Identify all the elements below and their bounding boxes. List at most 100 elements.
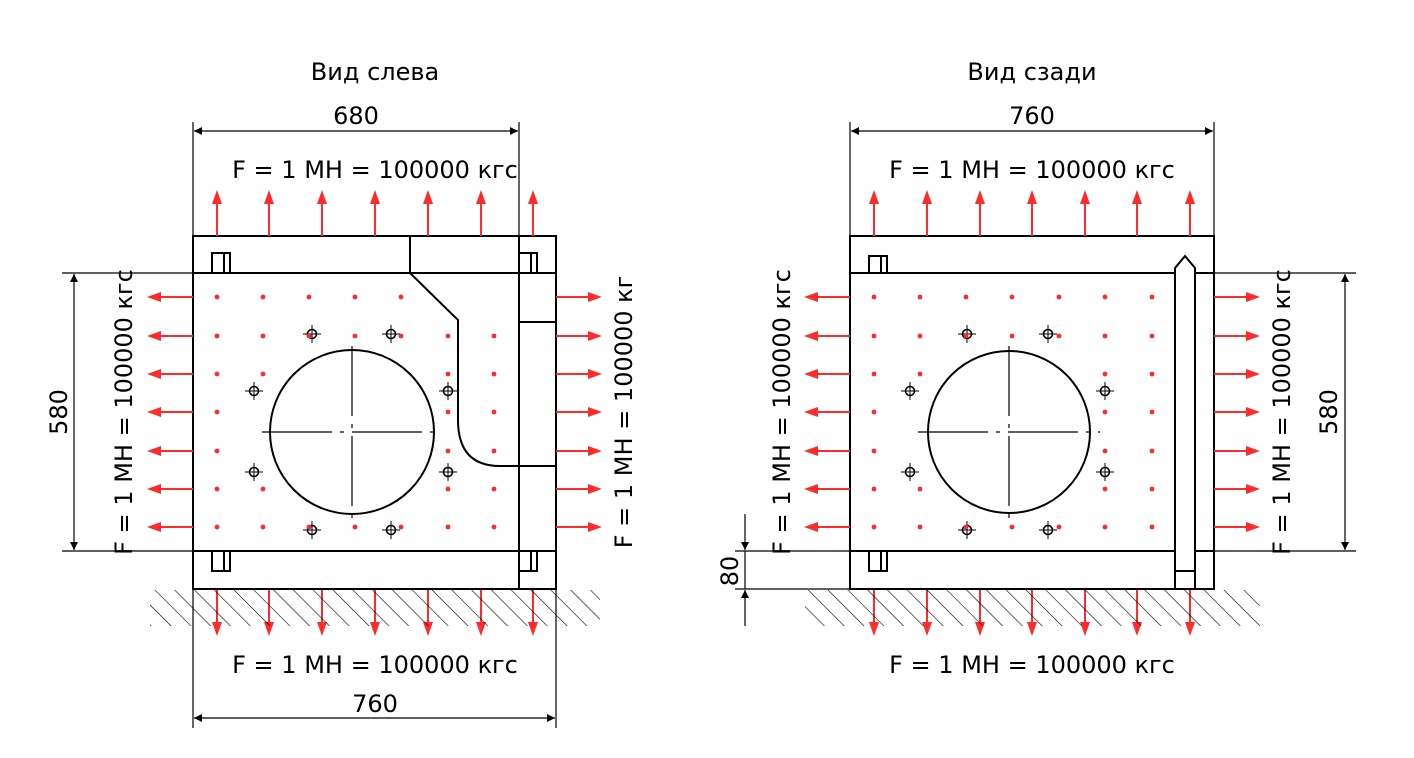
load-dot [963,524,969,530]
load-dot [1102,524,1108,530]
load-dot [491,486,497,492]
bolt-hole [439,382,457,400]
load-dot [917,486,923,492]
load-dot [445,524,451,530]
force-arrow-right [556,292,602,302]
bolt-hole [303,521,321,539]
load-dot [1149,333,1155,339]
back-force-right-label: F = 1 МН = 100000 кгс [1268,269,1296,555]
bolt-hole [901,382,919,400]
load-dot [398,333,404,339]
load-dot [1149,486,1155,492]
bolt-hole [1039,521,1057,539]
load-dot [917,524,923,530]
load-dot [352,294,358,300]
force-arrow-left [147,446,193,456]
force-arrow-up [476,190,486,236]
load-dot [491,371,497,377]
load-dot [871,333,877,339]
back-dim-right: 580 [1214,272,1356,552]
left-force-top-label: F = 1 МН = 100000 кгс [232,156,518,184]
force-arrow-left [804,331,850,341]
load-dot [871,409,877,415]
load-dot [1102,333,1108,339]
load-dot [1102,409,1108,415]
back-ground-hatch [805,590,1260,626]
back-dim-right-label: 580 [1315,389,1343,435]
force-arrow-left [804,369,850,379]
load-dot [491,524,497,530]
load-dot [260,371,266,377]
load-dot [445,371,451,377]
force-arrow-left [804,446,850,456]
load-dot [1056,524,1062,530]
force-arrow-left [147,484,193,494]
bolt-hole [303,325,321,343]
load-dot [1149,448,1155,454]
left-force-left-label: F = 1 МН = 100000 кгс [110,269,138,555]
load-dot [214,486,220,492]
force-arrow-up [212,190,222,236]
load-dot [917,371,923,377]
bolt-hole [1096,463,1114,481]
force-arrow-up [317,190,327,236]
load-dot [1149,294,1155,300]
load-dot [260,294,266,300]
load-dot [445,486,451,492]
force-arrow-up [528,190,538,236]
force-arrow-right [556,484,602,494]
force-arrow-left [804,522,850,532]
force-arrow-up [1185,190,1195,236]
load-dot [491,333,497,339]
left-body [192,235,557,590]
force-arrow-right [1214,292,1260,302]
load-dot [1102,294,1108,300]
left-view-title: Вид слева [311,58,439,86]
force-arrow-right [556,522,602,532]
bolt-hole [245,382,263,400]
load-dot [260,333,266,339]
back-dim-left-small: 80 [716,514,850,626]
force-arrow-right [1214,484,1260,494]
back-body [849,235,1215,590]
force-arrow-left [147,522,193,532]
back-view-title: Вид сзади [967,58,1096,86]
load-dot [214,409,220,415]
load-dot [445,409,451,415]
load-dot [352,524,358,530]
load-dot [214,294,220,300]
force-arrow-up [975,190,985,236]
force-arrow-up [1132,190,1142,236]
load-dot [214,371,220,377]
left-bore [262,346,442,518]
left-dim-top-label: 680 [333,102,379,130]
bolt-hole [1096,382,1114,400]
force-arrow-up [922,190,932,236]
left-bolt-holes [245,325,457,539]
force-arrow-right [556,369,602,379]
load-dot [1102,448,1108,454]
load-dot [1149,409,1155,415]
load-dot [445,333,451,339]
load-dot [491,409,497,415]
load-dot [871,486,877,492]
force-arrow-right [556,407,602,417]
load-dot [963,294,969,300]
force-arrow-up [370,190,380,236]
left-ground-hatch [150,590,600,626]
force-arrow-up [869,190,879,236]
load-dot [1102,486,1108,492]
load-dot [1009,333,1015,339]
load-dot [871,448,877,454]
force-arrow-right [556,446,602,456]
force-arrow-up [423,190,433,236]
load-dot [214,524,220,530]
load-dot [963,333,969,339]
force-arrow-left [147,369,193,379]
load-dot [306,333,312,339]
bolt-hole [382,325,400,343]
force-arrow-left [804,407,850,417]
load-dot [871,294,877,300]
load-dot [445,448,451,454]
force-arrow-right [1214,407,1260,417]
